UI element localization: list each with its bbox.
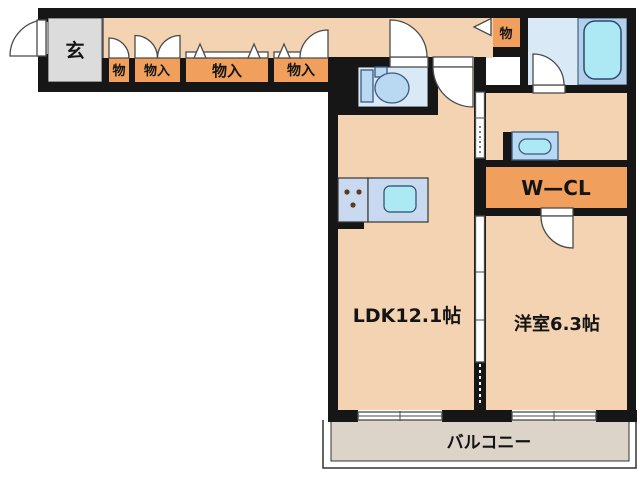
wcl-floor <box>486 167 627 208</box>
wcl-door-icon <box>540 215 574 249</box>
storage3-floor <box>186 58 268 82</box>
wall-bathroom-bottom-right <box>565 85 636 93</box>
balcony-outline <box>322 420 637 469</box>
wall-bottom-center <box>442 410 512 422</box>
wall-washbasin-stub <box>503 132 512 162</box>
wall-partition-2 <box>129 58 135 82</box>
balcony-label: バルコニー <box>447 433 532 453</box>
wall-partition-1 <box>102 58 109 82</box>
storage3-label: 物入 <box>212 62 242 80</box>
wall-storage-top-bottom <box>493 47 520 57</box>
wall-toilet-bottom <box>328 107 438 115</box>
wall-partition-4 <box>268 58 274 82</box>
western-room-floor <box>486 216 627 410</box>
storage2-label: 物入 <box>144 63 170 79</box>
storage4-label: 物入 <box>287 62 315 79</box>
kitchen-counter-icon <box>337 177 429 223</box>
storage3-door-track <box>185 51 269 59</box>
wall-right-outer <box>627 8 636 422</box>
storage3-folding-door2-icon <box>247 42 261 59</box>
storage1-door-icon <box>108 37 130 59</box>
ldk-doorway <box>432 56 474 68</box>
bathtub-icon <box>583 20 622 80</box>
storage1-label: 物 <box>112 63 125 79</box>
wall-bathroom-left <box>520 18 528 93</box>
western-room-window <box>511 411 597 421</box>
entrance-door-leaf <box>36 19 47 57</box>
wall-bathroom-bottom-left <box>486 85 533 93</box>
kitchen-sink-icon <box>383 185 417 213</box>
wcl-doorway <box>540 207 574 217</box>
wall-top <box>38 8 636 18</box>
bathroom-door-icon <box>532 53 565 86</box>
wall-hall-ldk <box>338 57 390 67</box>
wall-partition-3 <box>180 58 186 82</box>
balcony-floor <box>330 419 630 462</box>
stove-burner-icon <box>356 189 362 195</box>
stove-burner-icon <box>344 189 350 195</box>
wall-bottom-left-stub <box>328 410 358 422</box>
storage2-floor <box>135 58 180 82</box>
wall-toilet-right <box>428 57 438 115</box>
storage4-floor <box>274 58 328 82</box>
bathroom-doorway <box>532 84 566 94</box>
wall-wing-bottom <box>38 82 338 92</box>
wall-bottom-right-stub <box>596 410 637 422</box>
stove-burner-icon <box>350 202 356 208</box>
wall-kitchen-stub <box>328 220 364 229</box>
storage-top-right-label: 物 <box>499 26 512 42</box>
ldk-window <box>357 411 443 421</box>
wall-washroom-wcl <box>486 160 636 167</box>
storage4-folding-door-icon <box>277 42 291 59</box>
ldk-label: LDK12.1帖 <box>353 304 461 327</box>
wall-ldk-left <box>328 82 338 422</box>
genkan-label: 玄 <box>65 39 84 62</box>
ldk-floor <box>338 67 474 410</box>
toilet-icon <box>360 66 410 104</box>
sliding-partition <box>474 215 486 363</box>
storage2-door-right-icon <box>156 34 181 59</box>
western-room-label: 洋室6.3帖 <box>514 313 600 335</box>
storage1-floor <box>109 58 129 82</box>
wall-wcl-bottom-left <box>486 208 541 216</box>
ldk-door-icon <box>432 66 474 108</box>
wall-entrance-lower <box>38 54 48 92</box>
sliding-door-washroom <box>474 91 486 159</box>
toilet-doorway <box>389 56 429 68</box>
wall-wcl-bottom-right <box>573 208 636 216</box>
wcl-label: W—CL <box>521 176 591 200</box>
storage-top-right-floor <box>493 18 520 47</box>
storage-top-right-door-icon <box>472 17 492 37</box>
toilet-door-icon <box>389 19 428 58</box>
wall-entrance-upper <box>38 8 48 22</box>
storage3-folding-door-icon <box>193 42 207 59</box>
washbasin-icon <box>511 131 559 161</box>
storage4-swing-door-icon <box>299 29 329 59</box>
